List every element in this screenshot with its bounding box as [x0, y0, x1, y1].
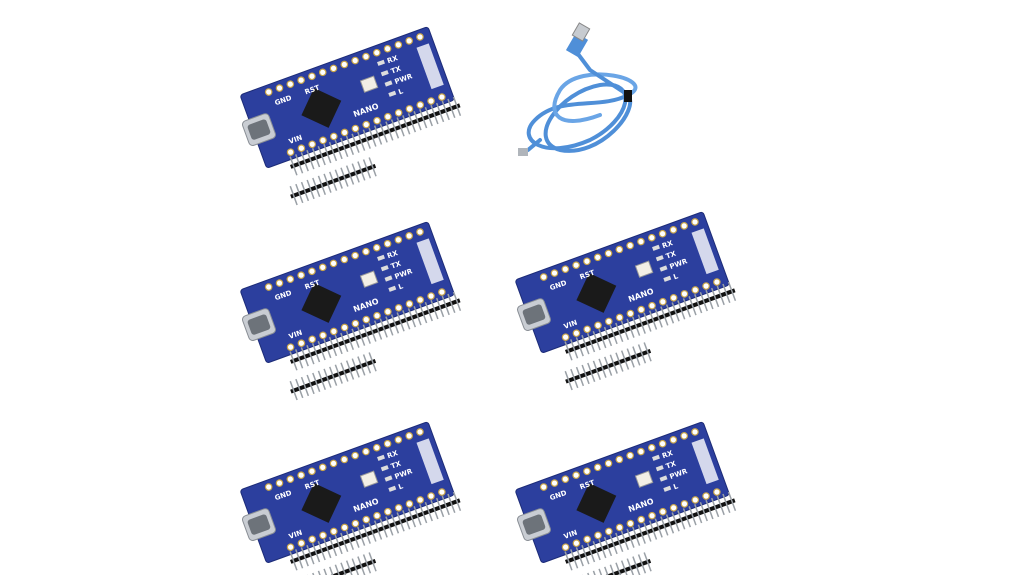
silkscreen-label: L [397, 87, 404, 96]
silkscreen-label: TX [665, 249, 678, 260]
silkscreen-label: RX [661, 449, 674, 460]
pin-header [564, 281, 737, 391]
silkscreen-label: RX [661, 239, 674, 250]
silkscreen-label: L [397, 482, 404, 491]
silkscreen-label: L [397, 282, 404, 291]
silkscreen-label: L [672, 482, 679, 491]
silkscreen-label: RX [386, 449, 399, 460]
silkscreen-label: L [672, 272, 679, 281]
silkscreen-label: TX [390, 64, 403, 75]
silkscreen-label: RX [386, 54, 399, 65]
silkscreen-label: TX [390, 459, 403, 470]
silkscreen-label: TX [665, 459, 678, 470]
pin-header [289, 291, 462, 401]
silkscreen-label: RX [386, 249, 399, 260]
pin-header [289, 96, 462, 206]
pin-header [289, 491, 462, 575]
usb-cable [518, 22, 638, 156]
silkscreen-label: TX [390, 259, 403, 270]
pin-header [564, 491, 737, 575]
